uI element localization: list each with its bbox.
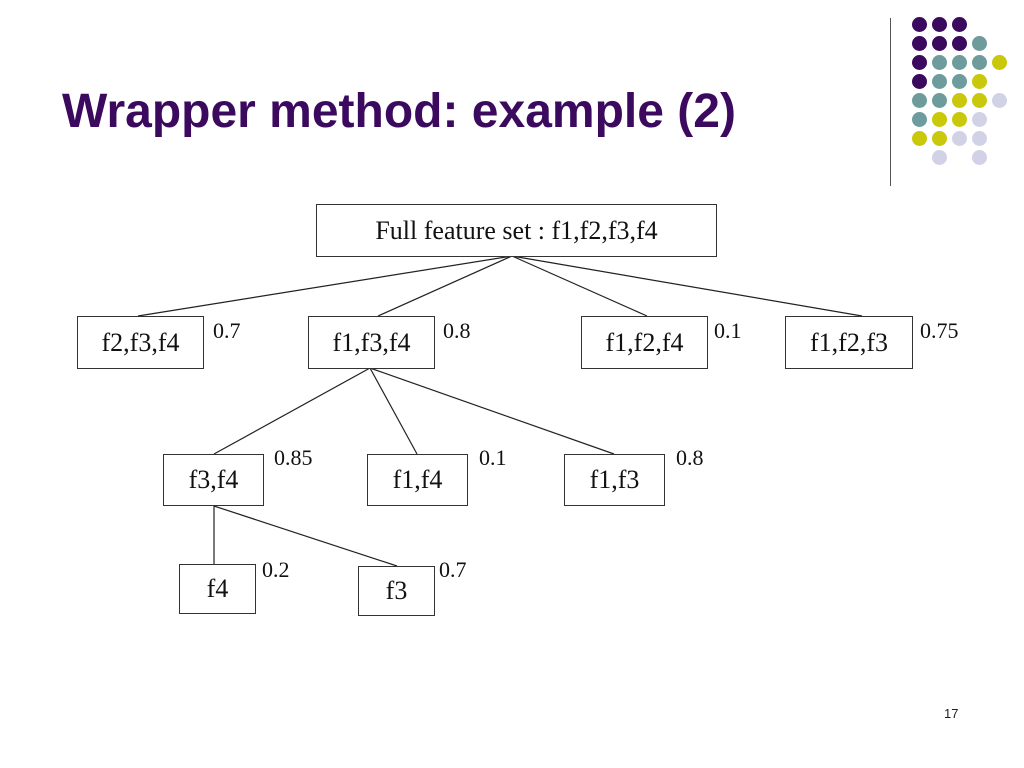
decorative-dot [932,74,947,89]
edge-f3f4-f3 [213,505,398,567]
decorative-dot [912,55,927,70]
tree-node-label: f3 [385,576,408,605]
tree-node-f1f3: f1,f3 [564,454,665,506]
tree-node-f3f4: f3,f4 [163,454,264,506]
decorative-dot [912,36,927,51]
decorative-dot [932,55,947,70]
decorative-dot [972,36,987,51]
tree-node-f1f3f4: f1,f3,f4 [308,316,435,369]
tree-node-label: f4 [206,574,229,603]
score-f1f4: 0.1 [479,445,507,470]
decorative-dot [952,93,967,108]
edge-root-f2f3f4 [137,255,513,317]
edge-root-f1f3f4 [377,255,513,317]
decorative-dot [912,93,927,108]
tree-node-label: f1,f4 [392,465,443,494]
decorative-dot [932,112,947,127]
tree-node-label: f1,f2,f3 [810,327,888,357]
score-f3f4: 0.85 [274,445,313,470]
tree-node-label: f2,f3,f4 [101,327,180,357]
decorative-dot [972,55,987,70]
decorative-dot [932,93,947,108]
tree-node-root: Full feature set : f1,f2,f3,f4 [316,204,717,257]
decorative-dot [992,93,1007,108]
decorative-dot [952,74,967,89]
decorative-dot [912,17,927,32]
divider-line [890,18,891,186]
decorative-dot [932,150,947,165]
tree-node-f1f4: f1,f4 [367,454,468,506]
decorative-dot [932,17,947,32]
decorative-dot [972,74,987,89]
score-f4: 0.2 [262,557,290,582]
decorative-dot [952,112,967,127]
decorative-dot [972,150,987,165]
tree-node-f4: f4 [179,564,256,614]
edge-f1f3f4-f1f3 [369,367,615,455]
tree-node-label: f1,f2,f4 [605,327,684,357]
decorative-dot [972,93,987,108]
tree-node-label: f1,f3,f4 [332,327,411,357]
decorative-dot [912,131,927,146]
page-number: 17 [944,706,959,721]
decorative-dot [932,131,947,146]
tree-node-f2f3f4: f2,f3,f4 [77,316,204,369]
tree-node-f1f2f3: f1,f2,f3 [785,316,913,369]
edge-root-f1f2f4 [511,255,648,317]
decorative-dot [972,112,987,127]
decorative-dot [952,17,967,32]
decorative-dot [912,74,927,89]
decorative-dot [972,131,987,146]
tree-node-f3: f3 [358,566,435,616]
edge-f1f3f4-f3f4 [213,367,371,455]
score-f1f3: 0.8 [676,445,704,470]
score-f2f3f4: 0.7 [213,318,241,343]
tree-node-label: f3,f4 [188,465,239,494]
score-f1f3f4: 0.8 [443,318,471,343]
decorative-dot [912,112,927,127]
decorative-dot [992,55,1007,70]
decorative-dot [932,36,947,51]
tree-node-label: f1,f3 [589,465,640,494]
tree-node-label: Full feature set : f1,f2,f3,f4 [375,215,658,245]
tree-node-f1f2f4: f1,f2,f4 [581,316,708,369]
decorative-dot [952,55,967,70]
edge-f1f3f4-f1f4 [369,367,418,455]
decorative-dot [952,36,967,51]
edge-root-f1f2f3 [511,255,863,317]
slide-title: Wrapper method: example (2) [62,85,736,138]
score-f1f2f3: 0.75 [920,318,959,343]
score-f3: 0.7 [439,557,467,582]
score-f1f2f4: 0.1 [714,318,742,343]
decorative-dot [952,131,967,146]
